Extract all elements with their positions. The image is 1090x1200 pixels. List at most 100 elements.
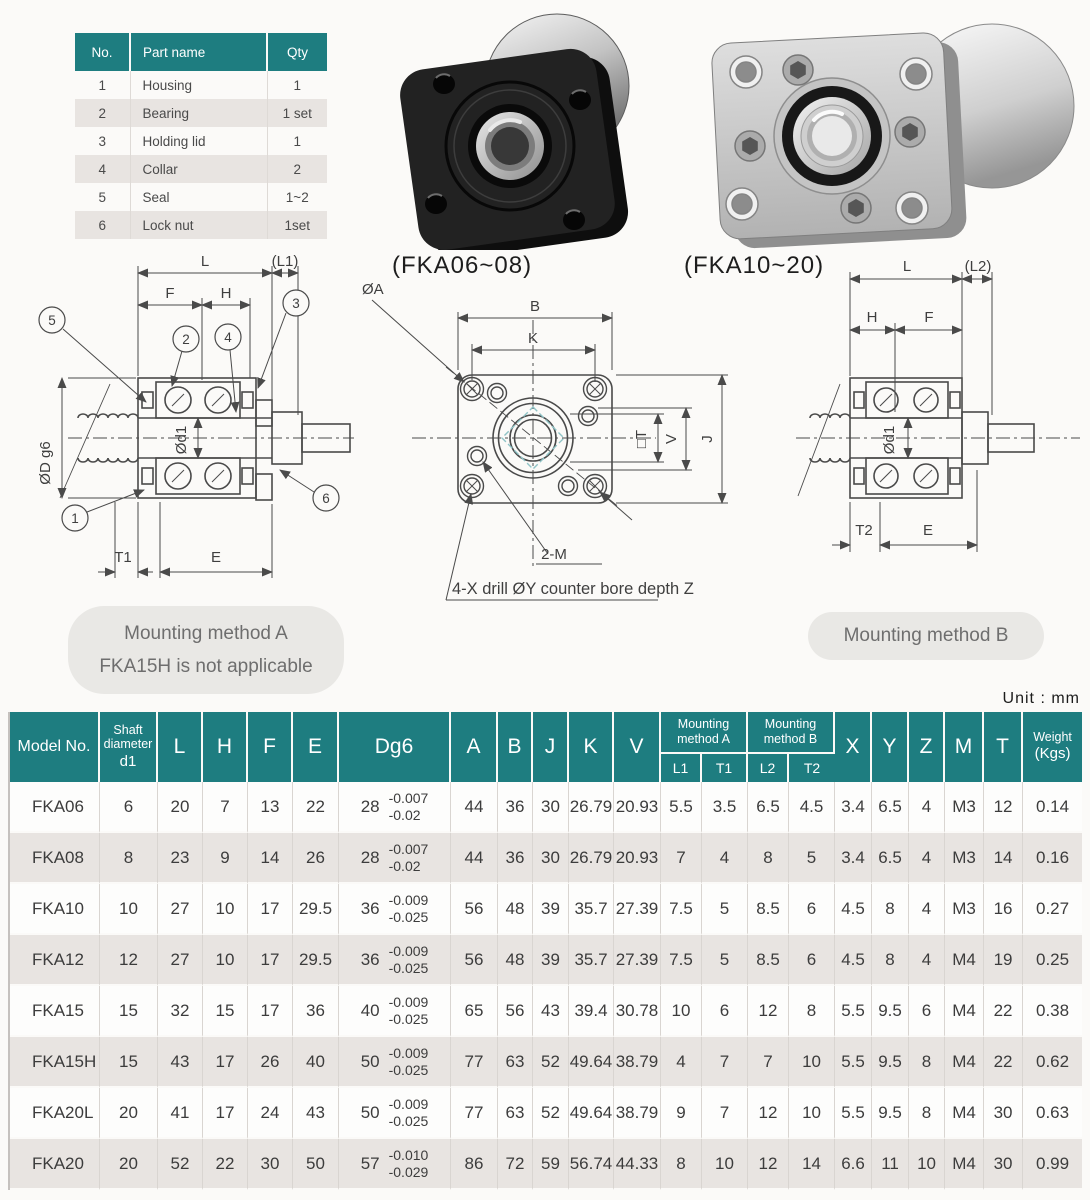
spec-col-mounting-a-line2: method A	[677, 732, 730, 746]
spec-col-weight: Weight (Kgs)	[1023, 712, 1083, 782]
parts-cell-qty: 1set	[267, 211, 327, 239]
spec-cell-X: 3.4	[835, 782, 873, 833]
spec-cell-Z: 4	[909, 782, 946, 833]
spec-col-M: M	[945, 712, 985, 782]
dim-label-OA: ØA	[362, 281, 384, 298]
spec-cell-K: 26.79	[569, 782, 614, 833]
spec-cell-M: M4	[945, 1037, 985, 1088]
spec-cell-M: M4	[945, 1088, 985, 1139]
spec-col-T1: T1	[702, 754, 749, 782]
spec-cell-E: 29.5	[293, 935, 339, 986]
dg6-value: 36	[360, 898, 380, 918]
spec-cell-Z: 4	[909, 884, 946, 935]
parts-cell-qty: 1~2	[285, 189, 309, 205]
dg6-tolerance: -0.009-0.025	[388, 1044, 429, 1078]
black-unit-render	[400, 13, 630, 250]
parts-cell-no: 6	[75, 211, 131, 239]
spec-cell-Y: 8	[872, 884, 910, 935]
dim-label-F-a: F	[165, 285, 174, 302]
drawing-mounting-a: L (L1) F H ØD g6 Ød1 T1 E 5 2 4 3 1 6	[37, 253, 354, 578]
spec-cell-T2: 5	[789, 833, 836, 884]
parts-cell-name: Bearing	[130, 99, 268, 127]
silver-unit-render	[711, 23, 1075, 249]
spec-cell-T: 14	[984, 833, 1024, 884]
spec-col-mounting-a: Mounting method A	[661, 712, 749, 754]
spec-cell-model: FKA15	[10, 986, 100, 1037]
callout-mounting-b-label: Mounting method B	[843, 625, 1009, 647]
spec-cell-weight: 0.99	[1023, 1139, 1083, 1190]
spec-header-row-1: Model No. Shaft diameter d1 L H F E Dg6 …	[10, 712, 1083, 782]
spec-cell-weight: 0.16	[1023, 833, 1083, 884]
spec-cell-J: 30	[533, 833, 569, 884]
spec-cell-F: 17	[248, 935, 293, 986]
spec-cell-L1: 7.5	[661, 935, 702, 986]
spec-col-d1-line1: Shaft	[113, 722, 143, 737]
spec-cell-T: 16	[984, 884, 1024, 935]
spec-col-d1-line3: d1	[119, 752, 137, 770]
spec-cell-T2: 14	[789, 1139, 836, 1190]
spec-cell-L1: 7	[661, 833, 702, 884]
dg6-value: 57	[360, 1153, 380, 1173]
parts-cell-no: 4	[75, 155, 131, 183]
spec-cell-H: 17	[203, 1037, 248, 1088]
spec-cell-J: 39	[533, 884, 569, 935]
product-label-fka10-20: (FKA10~20)	[684, 252, 825, 279]
spec-col-E: E	[293, 712, 339, 782]
parts-cell-name: Housing	[130, 71, 268, 99]
dim-label-E-b: E	[923, 522, 933, 539]
spec-cell-T: 30	[984, 1088, 1024, 1139]
spec-cell-Y: 6.5	[872, 782, 910, 833]
dim-label-Od1-b: Ød1	[881, 426, 898, 454]
balloon-4: 4	[224, 330, 232, 345]
dg6-tolerance: -0.010-0.029	[388, 1146, 429, 1180]
drawing-mounting-b: L (L2) H F Ød1 T2 E	[796, 258, 1080, 552]
spec-cell-T1: 10	[702, 1139, 749, 1190]
spec-cell-K: 56.74	[569, 1139, 614, 1190]
spec-col-Z: Z	[909, 712, 946, 782]
spec-cell-V: 38.79	[614, 1037, 661, 1088]
spec-cell-F: 30	[248, 1139, 293, 1190]
callout-mounting-b: Mounting method B	[808, 612, 1044, 660]
spec-cell-X: 5.5	[835, 986, 873, 1037]
spec-cell-J: 39	[533, 935, 569, 986]
spec-cell-L2: 8.5	[748, 935, 790, 986]
spec-cell-B: 72	[498, 1139, 533, 1190]
spec-cell-X: 5.5	[835, 1037, 873, 1088]
spec-cell-X: 3.4	[835, 833, 873, 884]
spec-cell-M: M4	[945, 986, 985, 1037]
spec-cell-weight: 0.27	[1023, 884, 1083, 935]
spec-cell-T: 22	[984, 986, 1024, 1037]
spec-cell-T2: 4.5	[789, 782, 836, 833]
parts-cell-name: Holding lid	[130, 127, 268, 155]
spec-cell-J: 59	[533, 1139, 569, 1190]
spec-cell-M: M4	[945, 1139, 985, 1190]
spec-cell-Y: 11	[872, 1139, 910, 1190]
spec-cell-A: 77	[451, 1088, 498, 1139]
spec-cell-H: 22	[203, 1139, 248, 1190]
spec-col-H: H	[203, 712, 248, 782]
dim-label-T2: T2	[855, 522, 873, 539]
unit-label: Unit : mm	[1002, 690, 1080, 707]
spec-cell-T1: 4	[702, 833, 749, 884]
spec-cell-F: 13	[248, 782, 293, 833]
dg6-tolerance: -0.009-0.025	[388, 942, 429, 976]
dim-label-L2: (L2)	[965, 258, 992, 275]
spec-cell-L2: 8	[748, 833, 790, 884]
spec-cell-H: 9	[203, 833, 248, 884]
spec-cell-K: 39.4	[569, 986, 614, 1037]
spec-cell-weight: 0.62	[1023, 1037, 1083, 1088]
spec-table: Model No. Shaft diameter d1 L H F E Dg6 …	[10, 712, 1083, 1190]
spec-cell-K: 35.7	[569, 935, 614, 986]
spec-cell-F: 17	[248, 884, 293, 935]
spec-col-weight-line2: (Kgs)	[1034, 745, 1071, 763]
spec-cell-d1: 12	[100, 935, 158, 986]
balloon-1: 1	[71, 511, 79, 526]
